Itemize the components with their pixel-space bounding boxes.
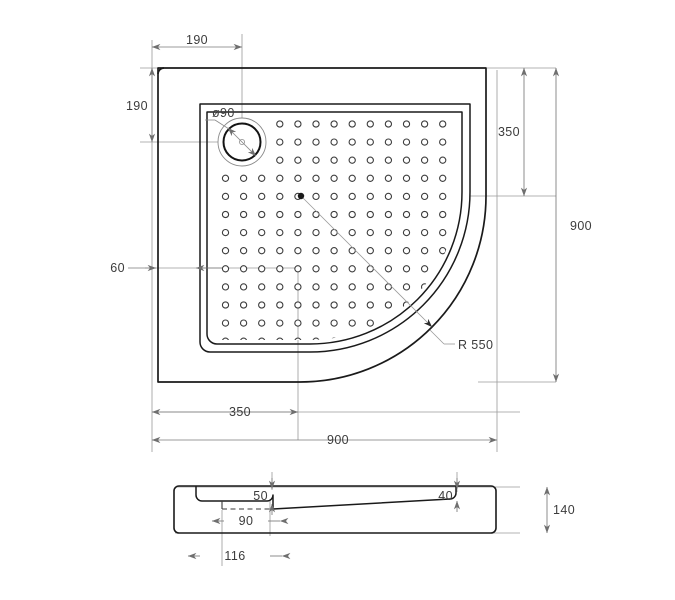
label-corner-radius: R 550 [458, 338, 493, 352]
label-section-140: 140 [553, 503, 575, 517]
tray-outer-corner-fillet [157, 67, 165, 75]
label-left-190: 190 [126, 99, 148, 113]
label-right-350: 350 [498, 125, 520, 139]
label-top-190: 190 [186, 33, 208, 47]
label-flange-60: 60 [110, 261, 125, 275]
label-bottom-350: 350 [229, 405, 251, 419]
label-drain-diameter: ø90 [212, 106, 235, 120]
drain-assembly [205, 117, 267, 167]
label-bottom-900: 900 [327, 433, 349, 447]
label-right-900: 900 [570, 219, 592, 233]
tray-rim-line-outer [199, 103, 471, 353]
section-inner-basin-line [195, 486, 457, 510]
label-section-40: 40 [438, 489, 453, 503]
tray-outer-outline [157, 67, 487, 383]
section-profile [173, 485, 497, 534]
label-section-116: 116 [224, 549, 245, 563]
label-section-50: 50 [253, 489, 268, 503]
tray-basin-outline [206, 111, 463, 345]
label-section-90: 90 [239, 514, 254, 528]
radius-leader [297, 192, 455, 345]
